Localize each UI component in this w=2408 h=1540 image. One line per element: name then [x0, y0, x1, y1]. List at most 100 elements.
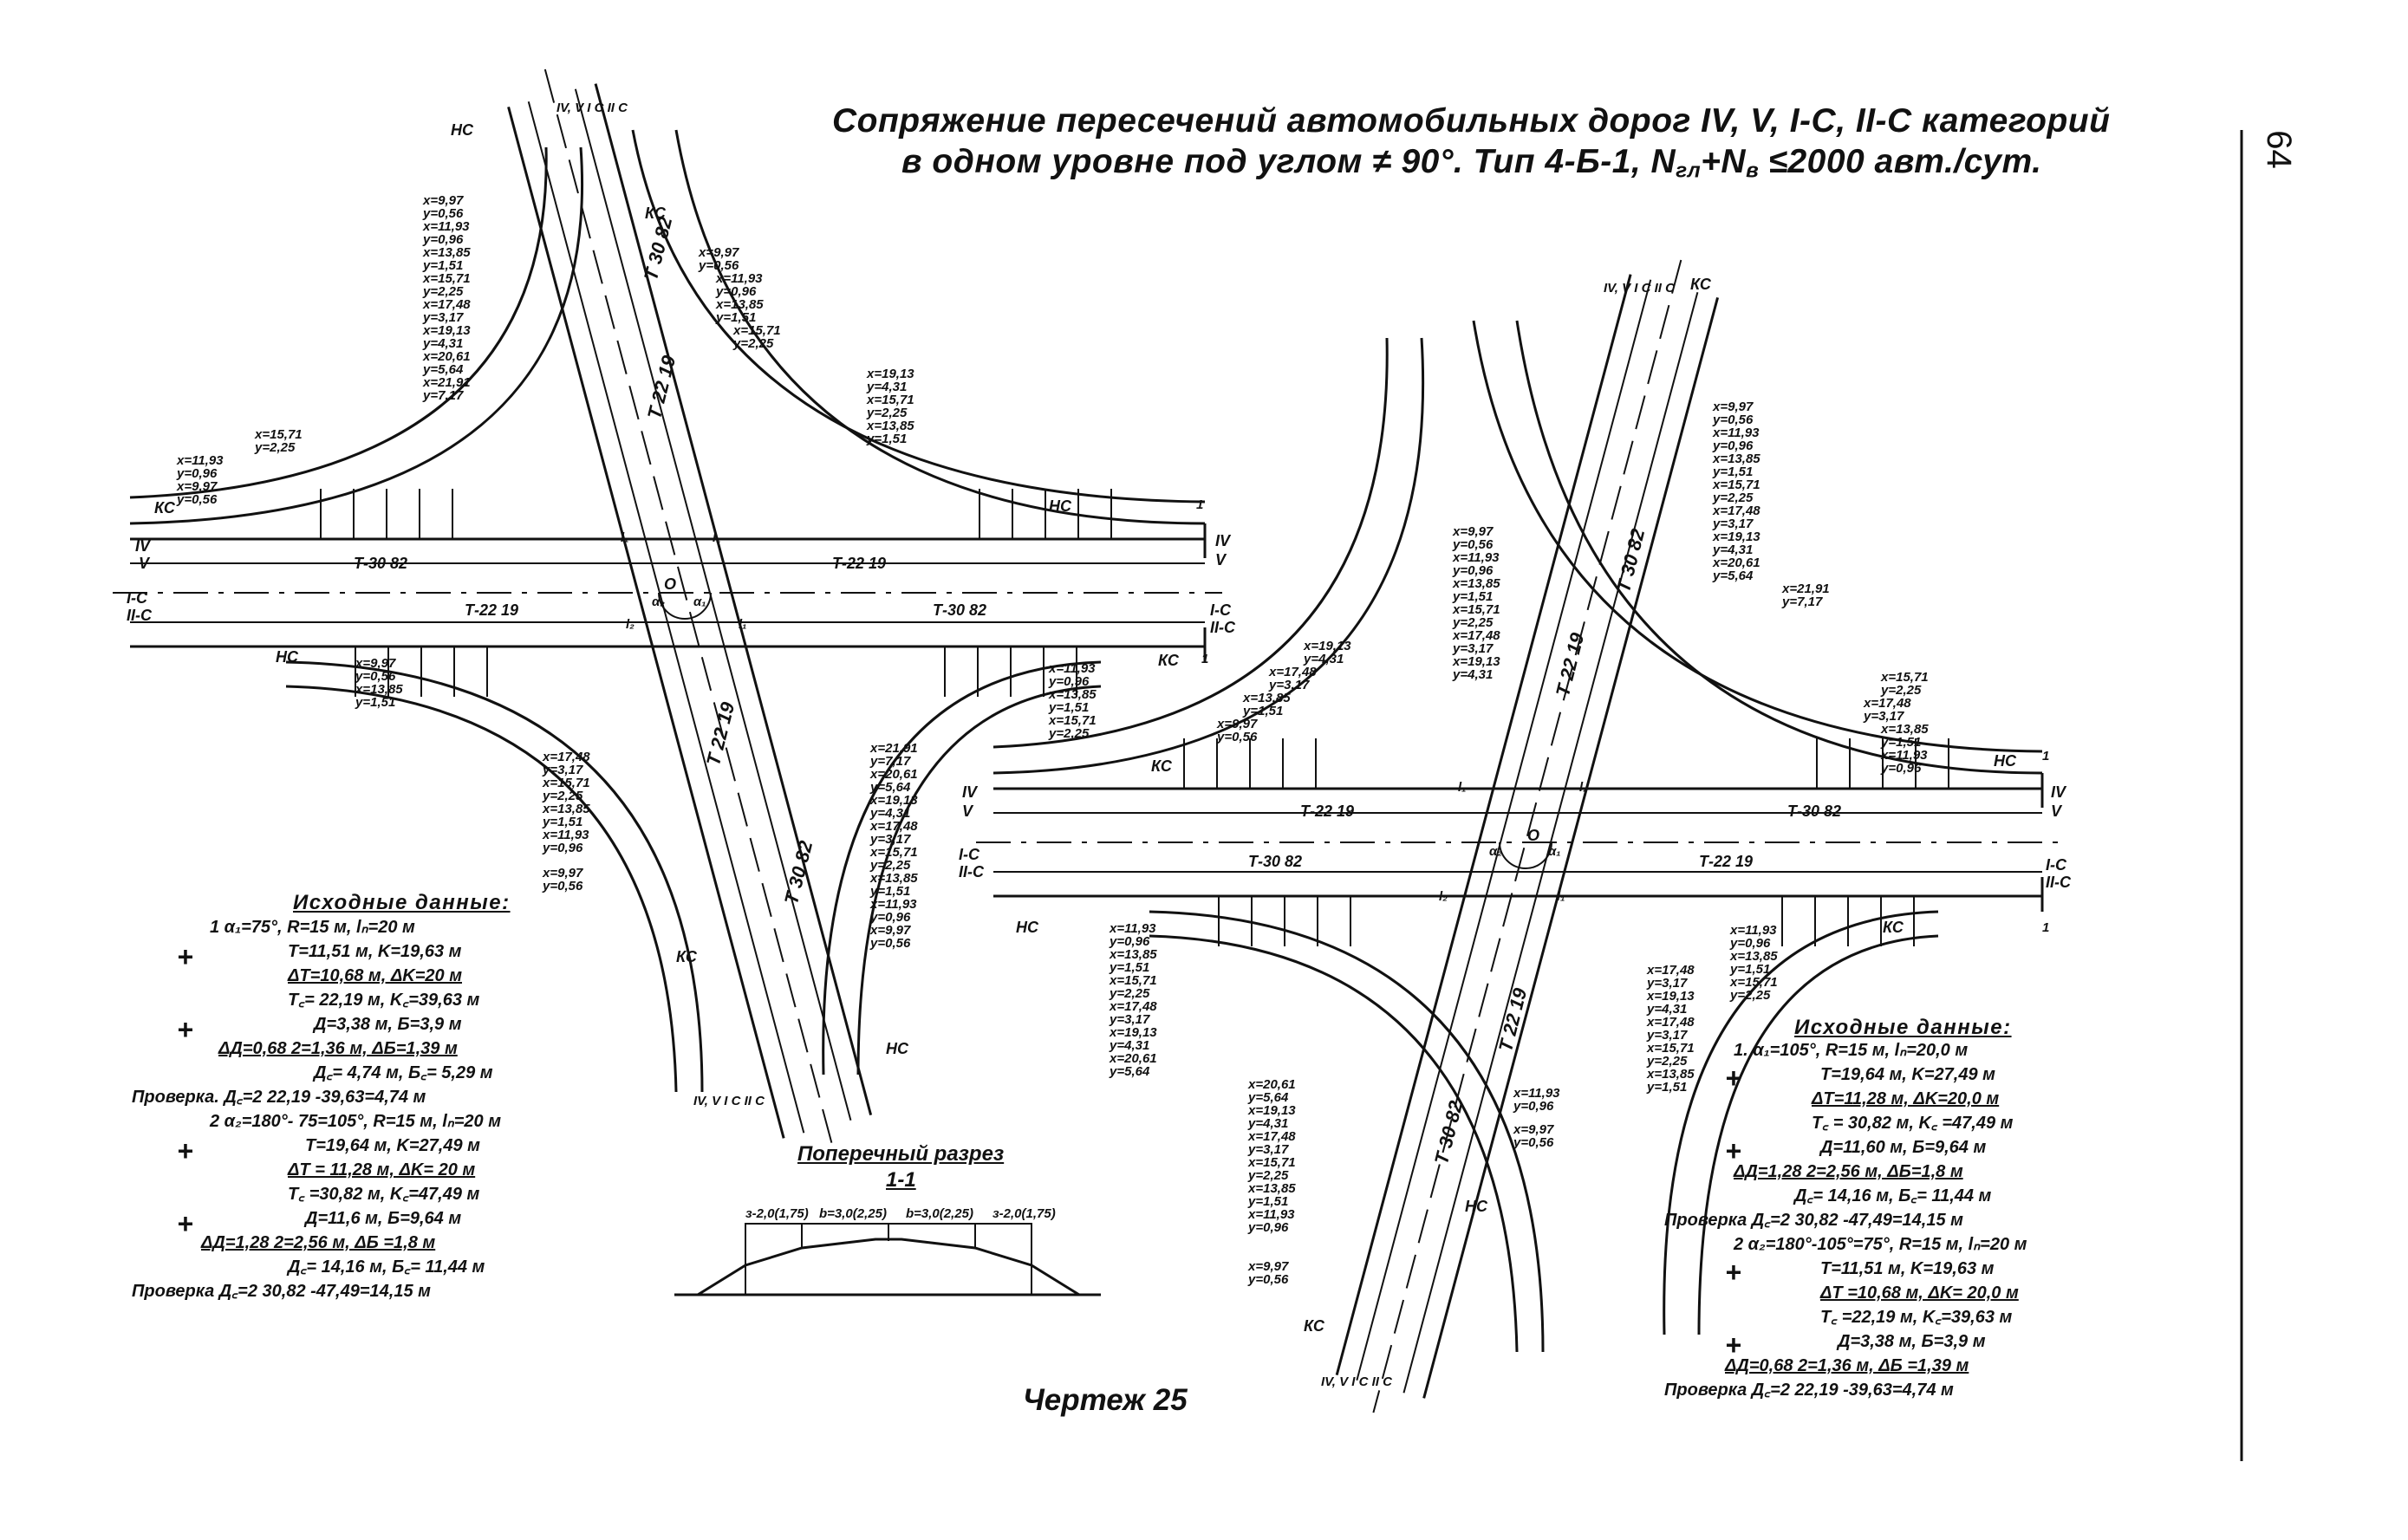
- road-edge: [574, 88, 852, 1121]
- title-line-1: Сопряжение пересечений автомобильных дор…: [832, 102, 2111, 140]
- label-t2219: Т-22 19: [832, 555, 887, 572]
- corner-curve: [1149, 910, 1545, 1353]
- left-intersection-plan: [113, 68, 1222, 1153]
- offset-x: x=17,48: [1269, 665, 1317, 679]
- offset-x: x=15,71: [1248, 1155, 1296, 1170]
- offset-y: y=2,25: [1049, 726, 1090, 741]
- label-mark-1: 1: [2042, 749, 2050, 764]
- offset-x: x=11,93: [1730, 923, 1777, 938]
- label-ic: I-C: [127, 589, 147, 607]
- road-axis: [543, 68, 836, 1153]
- offset-y: y=4,31: [1110, 1038, 1150, 1053]
- corner-curve: [1697, 934, 1939, 1335]
- offset-y: y=3,17: [1647, 976, 1688, 991]
- title-plus: +N: [1701, 143, 1747, 180]
- offset-x: x=20,61: [423, 349, 471, 364]
- offset-y: y=0,96: [1248, 1220, 1289, 1235]
- offset-y: y=3,17: [423, 310, 464, 325]
- label-t3082: Т-30 82: [1248, 853, 1303, 870]
- label-t2219: Т-22 19: [1300, 802, 1355, 820]
- offset-x: x=11,93: [1453, 550, 1500, 565]
- cs-width-3: b=3,0(2,25): [906, 1206, 973, 1221]
- corner-curve: [631, 129, 1206, 504]
- left-line-5: Д=3,38 м, Б=3,9 м: [314, 1015, 462, 1034]
- offset-y: y=4,31: [423, 336, 464, 351]
- label-road-cat: IV, V I C II C: [1604, 281, 1675, 296]
- offset-y: y=2,25: [1453, 615, 1494, 630]
- offset-x: x=11,93: [1110, 921, 1156, 936]
- offset-x: x=11,93: [423, 219, 470, 234]
- right-line-15: Проверка Д꜀=2 22,19 -39,63=4,74 м: [1664, 1381, 1954, 1400]
- label-v: V: [1215, 551, 1227, 569]
- label-iv: IV: [2051, 783, 2066, 801]
- offset-x: x=19,13: [1304, 639, 1351, 653]
- offset-y: y=1,51: [1713, 465, 1754, 479]
- right-line-7: Д꜀= 14,16 м, Б꜀= 11,44 м: [1794, 1186, 1992, 1205]
- right-intersection-plan: [976, 259, 2060, 1413]
- offset-x: x=13,85: [1881, 722, 1929, 737]
- offset-x: x=17,48: [1713, 504, 1760, 518]
- page-number: 64: [2259, 130, 2298, 169]
- offset-x: x=11,93: [716, 271, 763, 286]
- offset-x: x=13,85: [1049, 687, 1097, 702]
- offset-y: y=3,17: [1453, 641, 1494, 656]
- corner-curve: [1515, 320, 2043, 775]
- offset-y: y=1,51: [1049, 700, 1090, 715]
- label-nc: НС: [276, 648, 298, 666]
- label-l2: l₂: [1579, 780, 1588, 795]
- plus-sign: +: [177, 1135, 193, 1166]
- label-iv: IV: [1215, 532, 1231, 549]
- left-line-16: Проверка Д꜀=2 30,82 -47,49=14,15 м: [132, 1282, 431, 1301]
- offset-x: x=20,61: [1110, 1051, 1157, 1066]
- label-kc: КС: [154, 499, 175, 517]
- left-line-9: 2 α₂=180°- 75=105°, R=15 м, lₙ=20 м: [210, 1112, 502, 1131]
- left-data-heading: Исходные данные:: [293, 891, 511, 914]
- offset-y: y=3,17: [1647, 1028, 1688, 1043]
- right-line-8: Проверка Д꜀=2 30,82 -47,49=14,15 м: [1664, 1211, 1963, 1230]
- offset-y: y=5,64: [1110, 1064, 1150, 1079]
- offset-x: x=17,48: [1453, 628, 1500, 643]
- offset-x: x=19,13: [870, 793, 918, 808]
- label-iic: II-C: [2046, 874, 2071, 891]
- offset-x: x=9,97: [355, 656, 396, 671]
- title-line-2: в одном уровне под углом ≠ 90°. Тип 4-Б-…: [901, 143, 2041, 183]
- offset-y: y=2,25: [423, 284, 464, 299]
- offset-x: x=15,71: [543, 776, 590, 790]
- offset-y: y=0,96: [716, 284, 757, 299]
- offset-x: x=19,13: [1647, 989, 1695, 1004]
- title-tail: ≤2000 авт./сут.: [1759, 143, 2042, 180]
- plus-sign: +: [177, 941, 193, 972]
- label-a2: α₂: [652, 595, 666, 609]
- offset-y: y=0,56: [870, 936, 911, 951]
- label-iic: II-C: [1210, 619, 1235, 636]
- offset-y: y=0,96: [1730, 936, 1771, 951]
- offset-y: y=2,25: [870, 858, 911, 873]
- offset-y: y=1,51: [1248, 1194, 1289, 1209]
- offset-x: x=15,71: [867, 393, 914, 407]
- offset-y: y=3,17: [1110, 1012, 1150, 1027]
- offset-x: x=20,61: [870, 767, 918, 782]
- plus-sign: +: [1725, 1135, 1741, 1166]
- offset-y: y=0,96: [423, 232, 464, 247]
- offset-x: x=11,93: [543, 828, 589, 842]
- offset-x: x=13,85: [543, 802, 590, 816]
- offset-y: y=3,17: [1713, 517, 1754, 531]
- offset-x: x=20,61: [1248, 1077, 1296, 1092]
- label-road-cat: IV, V I C II C: [556, 101, 628, 115]
- label-iic: II-C: [959, 863, 984, 880]
- label-t2219: Т-22 19: [1699, 853, 1754, 870]
- offset-x: x=19,13: [1248, 1103, 1296, 1118]
- offset-y: y=1,51: [716, 310, 757, 325]
- offset-x: x=15,71: [870, 845, 918, 860]
- corner-curve: [822, 660, 1102, 1075]
- corner-curve: [129, 146, 583, 525]
- offset-y: y=0,56: [177, 492, 218, 507]
- offset-x: x=15,71: [733, 323, 781, 338]
- offset-x: x=20,61: [1713, 556, 1760, 570]
- offset-x: x=19,13: [1110, 1025, 1157, 1040]
